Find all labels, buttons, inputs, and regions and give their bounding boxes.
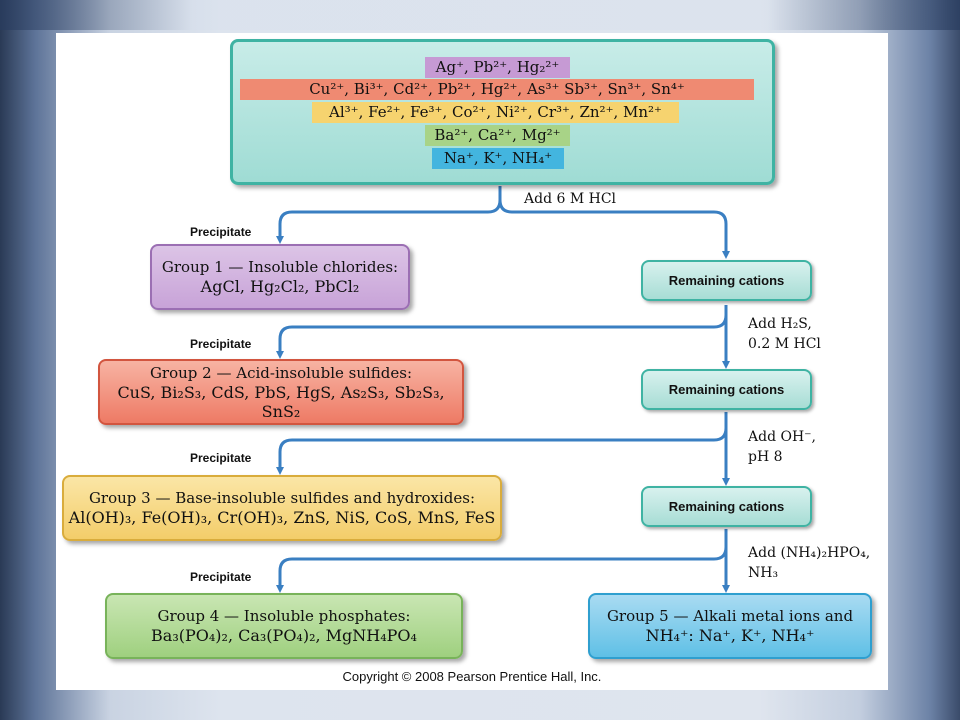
remaining-cations-label: Remaining cations: [668, 499, 785, 514]
remaining-cations-box-1: Remaining cations: [641, 260, 812, 301]
ion-band-group5: Na⁺, K⁺, NH₄⁺: [432, 148, 564, 169]
group1-title: Group 1 — Insoluble chlorides:: [161, 258, 399, 276]
group1-box: Group 1 — Insoluble chlorides: AgCl, Hg₂…: [150, 244, 410, 310]
ion-band-group3: Al³⁺, Fe²⁺, Fe³⁺, Co²⁺, Ni²⁺, Cr³⁺, Zn²⁺…: [312, 102, 679, 123]
step-add-h2s-line2: 0.2 M HCl: [748, 336, 821, 352]
step-add-phosphate-line1: Add (NH₄)₂HPO₄,: [748, 545, 871, 561]
group4-title: Group 4 — Insoluble phosphates:: [157, 607, 411, 625]
precipitate-label-4: Precipitate: [190, 570, 252, 584]
precipitate-label-2: Precipitate: [190, 337, 252, 351]
group2-box: Group 2 — Acid-insoluble sulfides: CuS, …: [98, 359, 464, 425]
group1-formula: AgCl, Hg₂Cl₂, PbCl₂: [200, 277, 360, 296]
group5-formula: NH₄⁺: Na⁺, K⁺, NH₄⁺: [645, 626, 815, 645]
group2-formula: CuS, Bi₂S₃, CdS, PbS, HgS, As₂S₃, Sb₂S₃,…: [117, 382, 445, 421]
arrow-split-1: [276, 186, 502, 244]
step-add-h2s-line1: Add H₂S,: [748, 316, 812, 332]
step-add-phosphate-line2: NH₃: [748, 565, 779, 581]
remaining-cations-box-2: Remaining cations: [641, 369, 812, 410]
precipitate-label-3: Precipitate: [190, 451, 252, 465]
ion-band-group1: Ag⁺, Pb²⁺, Hg₂²⁺: [425, 57, 570, 78]
group2-title: Group 2 — Acid-insoluble sulfides:: [149, 363, 413, 382]
step-add-oh-line2: pH 8: [748, 449, 783, 465]
remaining-cations-label: Remaining cations: [668, 273, 785, 288]
group5-title: Group 5 — Alkali metal ions and: [606, 607, 854, 625]
group5-box: Group 5 — Alkali metal ions and NH₄⁺: Na…: [588, 593, 872, 659]
group4-formula: Ba₃(PO₄)₂, Ca₃(PO₄)₂, MgNH₄PO₄: [151, 626, 417, 645]
arrow-split-2: [276, 305, 728, 359]
slide-top-band: [0, 0, 960, 30]
step-add-oh-line1: Add OH⁻,: [748, 429, 817, 445]
ion-band-group4: Ba²⁺, Ca²⁺, Mg²⁺: [425, 125, 570, 146]
group3-formula: Al(OH)₃, Fe(OH)₃, Cr(OH)₃, ZnS, NiS, CoS…: [68, 508, 496, 527]
group4-box: Group 4 — Insoluble phosphates: Ba₃(PO₄)…: [105, 593, 463, 659]
remaining-cations-box-3: Remaining cations: [641, 486, 812, 527]
precipitate-label-1: Precipitate: [190, 225, 252, 239]
group3-title: Group 3 — Base-insoluble sulfides and hy…: [88, 489, 476, 507]
step-add-hcl: Add 6 M HCl: [524, 191, 617, 207]
ion-band-group2: Cu²⁺, Bi³⁺, Cd²⁺, Pb²⁺, Hg²⁺, As³⁺ Sb³⁺,…: [240, 79, 754, 100]
arrow-split-1-right: [498, 199, 730, 259]
copyright-notice: Copyright © 2008 Pearson Prentice Hall, …: [342, 669, 602, 684]
remaining-cations-label: Remaining cations: [668, 382, 785, 397]
group3-box: Group 3 — Base-insoluble sulfides and hy…: [62, 475, 502, 541]
